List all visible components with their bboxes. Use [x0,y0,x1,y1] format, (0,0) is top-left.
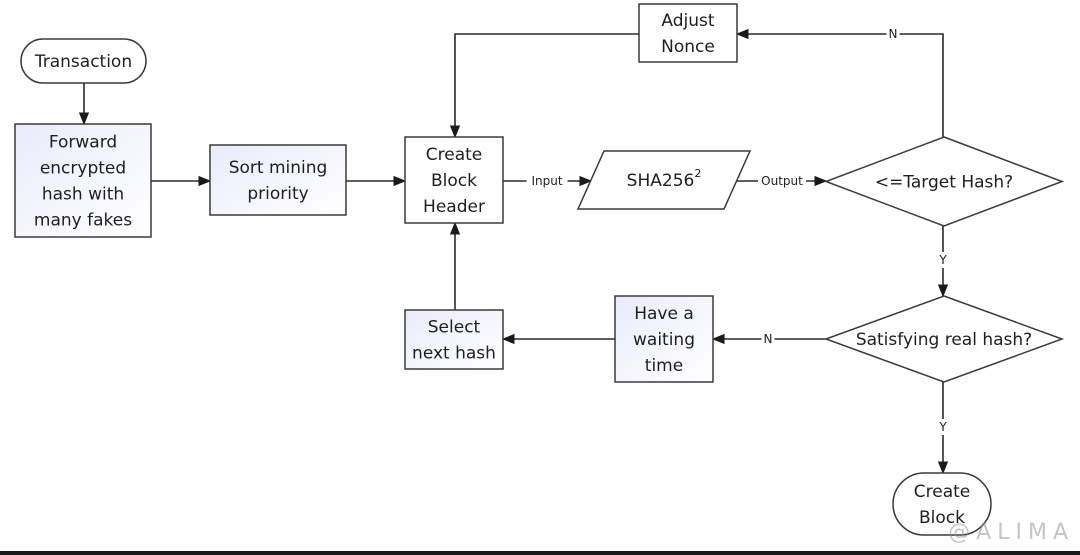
forward-label: Forward [49,133,117,153]
wait-shape [614,295,714,383]
create-block-shape [892,472,992,536]
edge-label-bg [936,419,950,435]
edge-label: N [889,27,898,41]
adjust-label: Nonce [661,37,715,57]
create-block-label: Create [914,482,971,502]
wait-label: time [645,356,683,376]
create-header-label: Block [431,171,477,191]
edge-target-to-satisfy: Y [936,226,950,298]
superscript: 2 [694,167,701,180]
sha-shape [576,150,752,210]
edge-create-header-to-sha: Input [503,173,593,189]
create-header-shape [404,136,504,224]
adjust-shape [638,3,738,63]
edge-label-bg [936,252,950,268]
create-block-label: Block [919,508,965,528]
transaction-label: Transaction [34,52,132,72]
edge-satisfy-to-create-block: Y [936,382,950,475]
satisfy-label: Satisfying real hash? [856,330,1032,350]
node-satisfy: Satisfying real hash? [823,295,1065,383]
edge-label: Output [761,174,803,188]
edge-label-bg [526,173,568,189]
edge-label-bg [758,173,806,189]
edge-sha-to-target: Output [737,173,828,189]
node-sort: Sort mining priority [209,144,347,216]
connector-arrow [449,33,639,139]
edge-label: Y [938,420,947,434]
sort-label: priority [247,184,308,204]
sort-shape [209,144,347,216]
target-label: <=Target Hash? [875,173,1013,193]
node-select: Select next hash [404,309,504,370]
node-transaction: Transaction [20,38,147,84]
edge-label: N [764,332,773,346]
select-label: Select [428,318,481,338]
select-shape [404,309,504,370]
sha-label: SHA2562 [627,167,702,191]
forward-label: encrypted [40,159,126,179]
edge-adjust-to-create-header [449,33,639,139]
create-header-label: Header [423,197,485,217]
wait-label: waiting [633,330,695,350]
edge-target-to-adjust: N [735,26,944,137]
select-label: next hash [412,344,496,364]
forward-shape [14,123,152,238]
connector-arrow [735,28,944,137]
node-sha: SHA2562 [576,150,752,210]
node-forward: Forward encrypted hash with many fakes [14,123,152,238]
forward-label: many fakes [34,211,132,231]
create-header-label: Create [426,145,483,165]
sort-label: Sort mining [229,158,328,178]
edge-label: Y [938,253,947,267]
adjust-label: Adjust [661,11,714,31]
watermark: @ALIMA [948,520,1074,545]
bottom-border [0,551,1080,555]
node-target: <=Target Hash? [823,136,1065,227]
edge-satisfy-to-wait: N [711,331,826,347]
wait-label: Have a [634,304,694,324]
edge-label-bg [886,26,900,42]
forward-label: hash with [42,185,124,205]
edge-label-bg [761,331,775,347]
edge-label: Input [531,174,562,188]
node-wait: Have a waiting time [614,295,714,383]
transaction-shape [20,38,147,84]
target-shape [823,136,1065,227]
satisfy-shape [823,295,1065,383]
